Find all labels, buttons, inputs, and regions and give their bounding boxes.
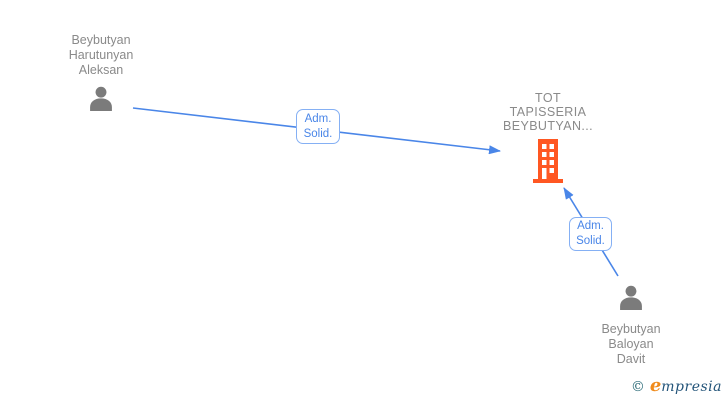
node-label-line: TOT	[535, 91, 561, 105]
edge-label-adm-solid-1[interactable]: Adm. Solid.	[296, 109, 340, 144]
node-person-2-label: Beybutyan Baloyan Davit	[546, 322, 716, 367]
edge-label-line: Solid.	[303, 127, 333, 140]
node-label-line: Beybutyan	[601, 322, 661, 336]
node-label-line: BEYBUTYAN...	[502, 119, 593, 133]
person-icon	[86, 84, 116, 115]
edge-label-adm-solid-2[interactable]: Adm. Solid.	[569, 217, 612, 251]
edge-label-line: Adm.	[304, 112, 332, 125]
node-label-line: Harutunyan	[68, 48, 134, 62]
node-company-1-label: TOT TAPISSERIA BEYBUTYAN...	[463, 91, 633, 133]
node-company-1[interactable]: TOT TAPISSERIA BEYBUTYAN...	[463, 91, 633, 183]
copyright-icon: ©	[630, 379, 645, 395]
person-icon	[616, 283, 646, 314]
node-label-line: Beybutyan	[71, 33, 131, 47]
node-label-line: Baloyan	[608, 337, 654, 351]
node-label-line: Aleksan	[78, 63, 124, 77]
edge-label-line: Adm.	[577, 220, 604, 232]
empresia-logo[interactable]: © e mpresia	[631, 375, 722, 396]
edge-label-line: Solid.	[576, 235, 605, 247]
logo-brand-text: mpresia	[661, 379, 722, 395]
node-person-1-label: Beybutyan Harutunyan Aleksan	[16, 33, 186, 78]
node-person-2[interactable]: Beybutyan Baloyan Davit	[546, 283, 716, 367]
node-person-1[interactable]: Beybutyan Harutunyan Aleksan	[16, 33, 186, 115]
logo-brand-initial: e	[649, 375, 662, 396]
node-label-line: TAPISSERIA	[509, 105, 587, 119]
building-icon	[532, 139, 564, 183]
node-label-line: Davit	[616, 352, 646, 366]
